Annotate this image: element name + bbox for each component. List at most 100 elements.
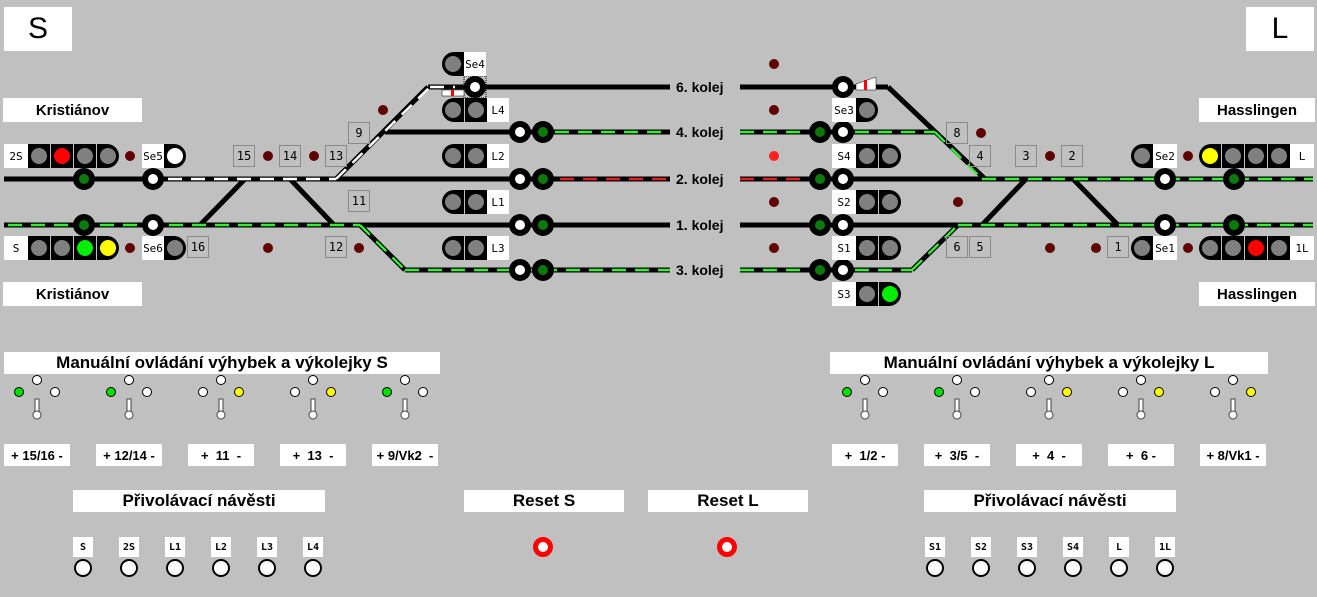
switch-lever-icon[interactable] xyxy=(1044,398,1054,420)
switch-number-5[interactable]: 5 xyxy=(969,236,991,258)
call-on-button-l2[interactable] xyxy=(212,559,230,577)
signal-l4[interactable]: L4 xyxy=(442,98,509,122)
switch-indicator-minus xyxy=(1246,387,1256,397)
signal-se4[interactable]: Se4 xyxy=(442,52,486,76)
signal-l2[interactable]: L2 xyxy=(442,144,509,168)
switch-indicator-center xyxy=(124,375,134,385)
switch-toggle-button[interactable]: + 13 - xyxy=(280,444,346,466)
call-on-button-s1[interactable] xyxy=(926,559,944,577)
track-label-1: 1. kolej xyxy=(672,216,728,234)
switch-number-1[interactable]: 1 xyxy=(1107,236,1129,258)
signal-se6[interactable]: Se6 xyxy=(142,236,186,260)
signal-se5[interactable]: Se5 xyxy=(142,144,186,168)
signal-lamp-gray xyxy=(445,56,461,72)
signal-s1[interactable]: S1 xyxy=(832,236,901,260)
signal-lamp-cell xyxy=(879,144,901,168)
signal-label: S1 xyxy=(832,236,856,260)
signal-lamp-cell xyxy=(74,236,96,260)
switch-number-15[interactable]: 15 xyxy=(233,145,255,167)
switch-indicator-center xyxy=(952,375,962,385)
call-on-label: L4 xyxy=(303,537,323,557)
signal-lamp-cell xyxy=(51,144,73,168)
switch-toggle-button[interactable]: + 6 - xyxy=(1108,444,1174,466)
switch-lever-icon[interactable] xyxy=(400,398,410,420)
signal-lamp-cell xyxy=(442,236,464,260)
call-on-button-s[interactable] xyxy=(74,559,92,577)
call-on-button-l1[interactable] xyxy=(166,559,184,577)
signal-s3[interactable]: S3 xyxy=(832,282,901,306)
call-on-button-s2[interactable] xyxy=(972,559,990,577)
track-diagram xyxy=(4,59,1313,281)
track-signal-rings xyxy=(73,76,1245,281)
signal-lamp-cell xyxy=(465,98,487,122)
switch-toggle-button[interactable]: + 4 - xyxy=(1016,444,1082,466)
switch-toggle-button[interactable]: + 3/5 - xyxy=(924,444,990,466)
signal-s[interactable]: S xyxy=(4,236,119,260)
switch-lever-icon[interactable] xyxy=(216,398,226,420)
switch-lever-icon[interactable] xyxy=(1136,398,1146,420)
signal-se2[interactable]: Se2 xyxy=(1131,144,1177,168)
switch-indicator-plus xyxy=(14,387,24,397)
switch-toggle-button[interactable]: + 8/Vk1 - xyxy=(1200,444,1266,466)
switch-lever-icon[interactable] xyxy=(124,398,134,420)
signal-se1[interactable]: Se1 xyxy=(1131,236,1177,260)
signal-s4[interactable]: S4 xyxy=(832,144,901,168)
switch-number-16[interactable]: 16 xyxy=(187,236,209,258)
signal-lamp-cell xyxy=(1245,236,1267,260)
switch-lever-icon[interactable] xyxy=(860,398,870,420)
switch-lever-icon[interactable] xyxy=(308,398,318,420)
switch-toggle-button[interactable]: + 12/14 - xyxy=(96,444,162,466)
switch-indicator-plus xyxy=(106,387,116,397)
switch-number-3[interactable]: 3 xyxy=(1015,145,1037,167)
switch-toggle-button[interactable]: + 15/16 - xyxy=(4,444,70,466)
call-on-label: S2 xyxy=(971,537,991,557)
call-on-button-1l[interactable] xyxy=(1156,559,1174,577)
track-label-3: 3. kolej xyxy=(672,261,728,279)
call-on-label: L3 xyxy=(257,537,277,557)
reset-right-button[interactable] xyxy=(717,537,737,557)
switch-number-9[interactable]: 9 xyxy=(348,122,370,144)
signal-l3[interactable]: L3 xyxy=(442,236,509,260)
call-on-button-s3[interactable] xyxy=(1018,559,1036,577)
signal-lamp-cell xyxy=(442,52,464,76)
call-on-button-l[interactable] xyxy=(1110,559,1128,577)
signal-lamp-gray xyxy=(1248,148,1264,164)
signal-lamp-cell xyxy=(856,236,878,260)
signal-se3[interactable]: Se3 xyxy=(832,98,878,122)
call-on-button-s4[interactable] xyxy=(1064,559,1082,577)
switch-toggle-button[interactable]: + 11 - xyxy=(188,444,254,466)
switch-number-2[interactable]: 2 xyxy=(1061,145,1083,167)
switch-lever-icon[interactable] xyxy=(1228,398,1238,420)
signal-lamp-gray xyxy=(1134,240,1150,256)
switch-toggle-button[interactable]: + 9/Vk2 - xyxy=(372,444,438,466)
switch-toggle-button[interactable]: + 1/2 - xyxy=(832,444,898,466)
call-on-button-l4[interactable] xyxy=(304,559,322,577)
switch-indicator-center xyxy=(1228,375,1238,385)
station-right-bottom: Hasslingen xyxy=(1199,282,1315,306)
signal-l[interactable]: L xyxy=(1199,144,1314,168)
call-on-button-2s[interactable] xyxy=(120,559,138,577)
signal-lamp-gray xyxy=(167,240,183,256)
signal-l1[interactable]: L1 xyxy=(442,190,509,214)
signal-lamp-cell xyxy=(28,236,50,260)
switch-number-6[interactable]: 6 xyxy=(946,236,968,258)
signal-lamp-cell xyxy=(465,144,487,168)
switch-indicator-minus xyxy=(878,387,888,397)
signal-label: L xyxy=(1290,144,1314,168)
switch-number-4[interactable]: 4 xyxy=(969,145,991,167)
signal-lamp-cell xyxy=(97,236,119,260)
call-on-button-l3[interactable] xyxy=(258,559,276,577)
signal-2s[interactable]: 2S xyxy=(4,144,119,168)
switch-number-14[interactable]: 14 xyxy=(279,145,301,167)
reset-left-button[interactable] xyxy=(533,537,553,557)
switch-lever-icon[interactable] xyxy=(952,398,962,420)
switch-number-12[interactable]: 12 xyxy=(325,236,347,258)
signal-1l[interactable]: 1L xyxy=(1199,236,1314,260)
signal-lamp-cell xyxy=(1268,144,1290,168)
switch-number-11[interactable]: 11 xyxy=(348,190,370,212)
switch-indicator-minus xyxy=(418,387,428,397)
switch-number-8[interactable]: 8 xyxy=(946,122,968,144)
switch-lever-icon[interactable] xyxy=(32,398,42,420)
signal-s2[interactable]: S2 xyxy=(832,190,901,214)
switch-number-13[interactable]: 13 xyxy=(325,145,347,167)
